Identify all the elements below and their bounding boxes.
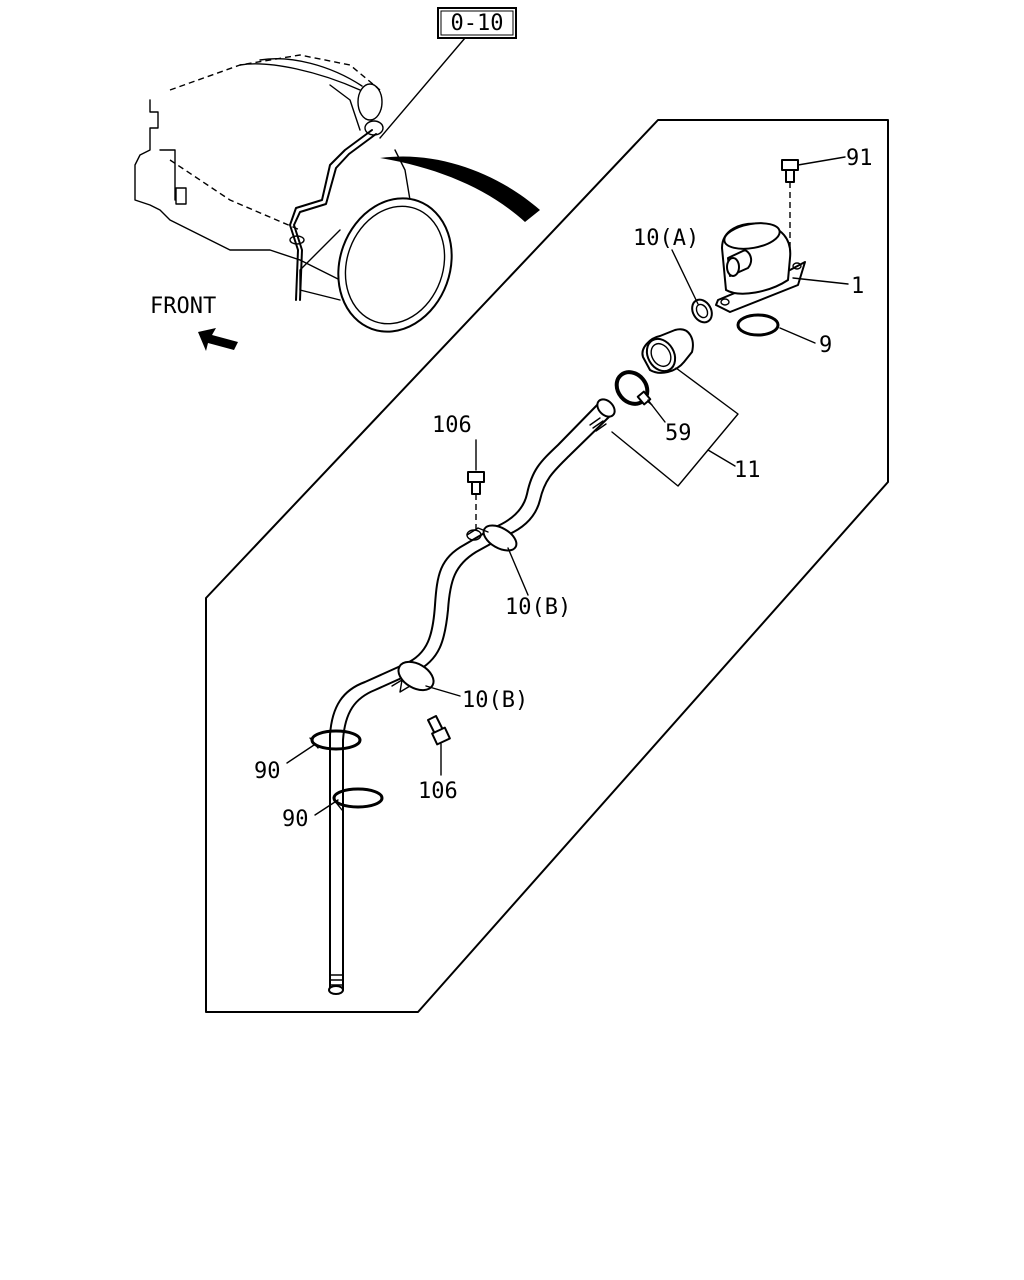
callout-90-lower: 90 xyxy=(282,807,309,832)
bolt-106-top[interactable] xyxy=(467,471,485,530)
detail-pointer-icon xyxy=(380,156,540,222)
clip-10b-lower[interactable] xyxy=(391,656,438,696)
clip-10a[interactable] xyxy=(688,296,716,326)
reference-leader xyxy=(379,37,466,139)
band-90-upper[interactable] xyxy=(309,729,362,751)
callout-106-top: 106 xyxy=(432,413,472,438)
callout-91: 91 xyxy=(846,146,873,171)
callout-11: 11 xyxy=(734,458,761,483)
callout-9: 9 xyxy=(819,333,832,358)
callout-1: 1 xyxy=(851,274,864,299)
leader-lines xyxy=(286,156,849,816)
bolt-91[interactable] xyxy=(781,159,799,248)
front-label: FRONT xyxy=(150,294,216,319)
front-arrow-icon xyxy=(198,328,238,351)
band-90-lower[interactable] xyxy=(332,787,384,811)
callout-10b-upper: 10(B) xyxy=(505,595,571,620)
engine-overview-illustration xyxy=(134,54,453,333)
callout-90-upper: 90 xyxy=(254,759,281,784)
hose-11[interactable] xyxy=(641,328,694,376)
detail-frame xyxy=(205,119,889,1013)
callout-10b-lower: 10(B) xyxy=(462,688,528,713)
oil-level-gauge-pipe[interactable] xyxy=(328,396,618,995)
reference-box[interactable]: 0-10 xyxy=(437,7,517,39)
clip-10b-upper[interactable] xyxy=(466,520,521,555)
callout-10a: 10(A) xyxy=(633,226,699,251)
callout-106-bottom: 106 xyxy=(418,779,458,804)
o-ring-9[interactable] xyxy=(736,313,780,337)
callout-59: 59 xyxy=(665,421,692,446)
thermostat-housing[interactable] xyxy=(715,219,806,313)
hose-clamp-59[interactable] xyxy=(610,366,653,410)
reference-box-label: 0-10 xyxy=(451,11,504,36)
bolt-106-bottom[interactable] xyxy=(427,715,451,746)
